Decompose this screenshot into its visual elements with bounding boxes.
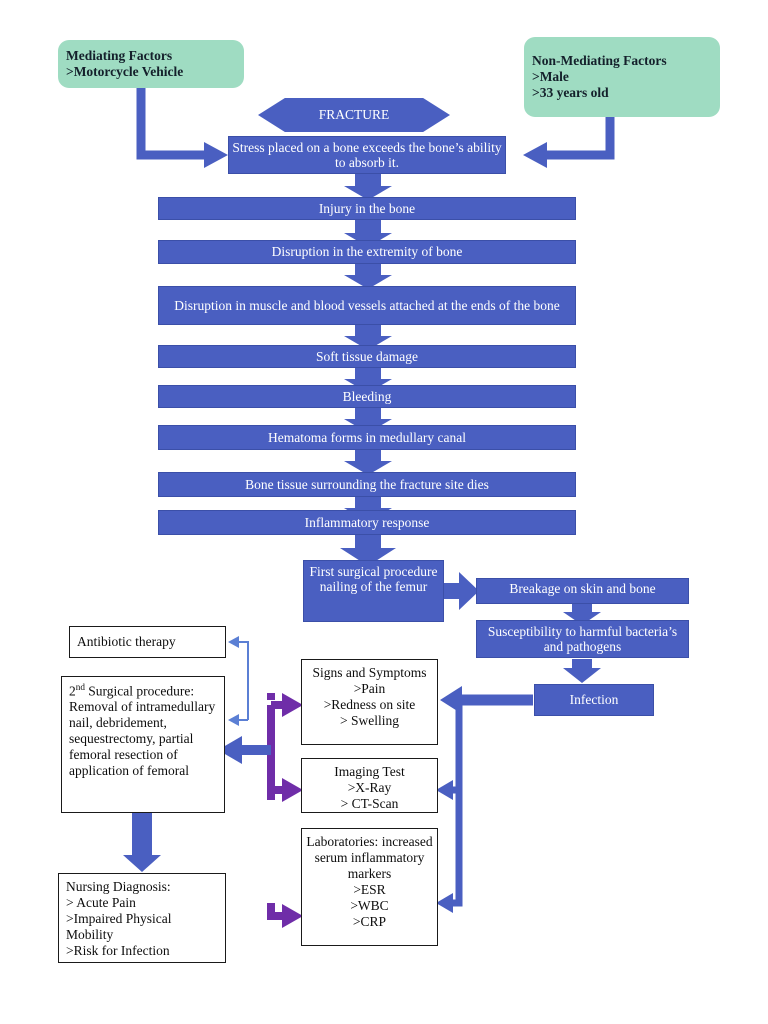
edge-breakage-to-susceptibility xyxy=(563,604,601,625)
susceptibility-label: Susceptibility to harmful bacteria’s and… xyxy=(487,623,678,654)
edge-laboratories-to-nursing xyxy=(267,903,303,928)
breakage-label: Breakage on skin and bone xyxy=(509,581,656,596)
node-injury[interactable]: Injury in the bone xyxy=(158,197,576,220)
node-bone-tissue-dies[interactable]: Bone tissue surrounding the fracture sit… xyxy=(158,472,576,497)
mediating-factors-label: Mediating Factors >Motorcycle Vehicle xyxy=(66,48,184,79)
edge-infection-to-imaging xyxy=(436,700,463,800)
infection-label: Infection xyxy=(569,692,619,708)
signs-and-symptoms-label: Signs and Symptoms >Pain >Redness on sit… xyxy=(312,665,427,728)
node-signs-and-symptoms[interactable]: Signs and Symptoms >Pain >Redness on sit… xyxy=(301,659,438,745)
ordinal-suffix: nd xyxy=(75,682,85,692)
edge-muscle-to-soft-tissue xyxy=(344,325,392,350)
node-soft-tissue[interactable]: Soft tissue damage xyxy=(158,345,576,368)
soft-tissue-label: Soft tissue damage xyxy=(316,348,418,364)
node-antibiotic-therapy[interactable]: Antibiotic therapy xyxy=(69,626,226,658)
node-disruption-muscle[interactable]: Disruption in muscle and blood vessels a… xyxy=(158,286,576,325)
node-bleeding[interactable]: Bleeding xyxy=(158,385,576,408)
first-surgery-label: First surgical procedure nailing of the … xyxy=(309,564,438,595)
node-disruption-extremity[interactable]: Disruption in the extremity of bone xyxy=(158,240,576,264)
node-fracture[interactable]: FRACTURE xyxy=(258,98,450,132)
injury-label: Injury in the bone xyxy=(318,200,416,216)
inflammatory-label: Inflammatory response xyxy=(304,514,430,530)
node-stress[interactable]: Stress placed on a bone exceeds the bone… xyxy=(228,136,506,174)
node-susceptibility[interactable]: Susceptibility to harmful bacteria’s and… xyxy=(476,620,689,658)
fracture-label: FRACTURE xyxy=(318,107,390,122)
disruption-muscle-label: Disruption in muscle and blood vessels a… xyxy=(174,297,560,313)
edge-second-surgery-to-nursing xyxy=(123,813,161,872)
laboratories-label: Laboratories: increased serum inflammato… xyxy=(306,834,433,929)
edge-first-surgery-to-breakage xyxy=(444,572,479,610)
node-inflammatory[interactable]: Inflammatory response xyxy=(158,510,576,535)
node-imaging-test[interactable]: Imaging Test >X-Ray > CT-Scan xyxy=(301,758,438,813)
node-hematoma[interactable]: Hematoma forms in medullary canal xyxy=(158,425,576,450)
edge-disruption-extremity-to-muscle xyxy=(344,264,392,289)
edge-infection-to-laboratories xyxy=(436,790,463,913)
disruption-extremity-label: Disruption in the extremity of bone xyxy=(271,244,463,260)
non-mediating-factors-label: Non-Mediating Factors >Male >33 years ol… xyxy=(532,53,667,100)
edge-infection-to-signs xyxy=(440,686,533,714)
node-second-surgical-procedure[interactable]: 2nd Surgical procedure: Removal of intra… xyxy=(61,676,225,813)
bone-tissue-dies-label: Bone tissue surrounding the fracture sit… xyxy=(245,476,489,492)
antibiotic-therapy-label: Antibiotic therapy xyxy=(77,634,176,650)
imaging-test-label: Imaging Test >X-Ray > CT-Scan xyxy=(334,764,405,811)
edge-bleeding-to-hematoma xyxy=(344,408,392,433)
node-laboratories[interactable]: Laboratories: increased serum inflammato… xyxy=(301,828,438,946)
hematoma-label: Hematoma forms in medullary canal xyxy=(268,429,466,445)
node-nursing-diagnosis[interactable]: Nursing Diagnosis: > Acute Pain >Impaire… xyxy=(58,873,226,963)
edge-into-second-surgery xyxy=(218,736,271,764)
edge-susceptibility-to-infection xyxy=(563,659,601,683)
edge-hematoma-to-bone-tissue xyxy=(344,450,392,475)
node-breakage[interactable]: Breakage on skin and bone xyxy=(476,578,689,604)
bleeding-label: Bleeding xyxy=(342,388,392,404)
node-non-mediating-factors[interactable]: Non-Mediating Factors >Male >33 years ol… xyxy=(524,37,720,117)
node-infection[interactable]: Infection xyxy=(534,684,654,716)
stress-label: Stress placed on a bone exceeds the bone… xyxy=(232,139,502,170)
edge-second-surgery-to-antibiotic xyxy=(228,636,249,726)
edge-injury-to-disruption-extremity xyxy=(344,220,392,247)
node-mediating-factors[interactable]: Mediating Factors >Motorcycle Vehicle xyxy=(58,40,244,88)
edge-bone-tissue-to-inflammatory xyxy=(344,497,392,522)
edge-stress-to-injury xyxy=(344,173,392,200)
second-surgical-procedure-label: 2nd Surgical procedure: Removal of intra… xyxy=(69,682,216,779)
edge-mediating-to-stress xyxy=(136,88,228,168)
node-first-surgery[interactable]: First surgical procedure nailing of the … xyxy=(303,560,444,622)
nursing-diagnosis-label: Nursing Diagnosis: > Acute Pain >Impaire… xyxy=(66,879,172,958)
edge-soft-tissue-to-bleeding xyxy=(344,368,392,393)
edge-imaging-to-second-surgery xyxy=(271,778,303,802)
edge-inflammatory-to-first-surgery xyxy=(340,535,396,566)
